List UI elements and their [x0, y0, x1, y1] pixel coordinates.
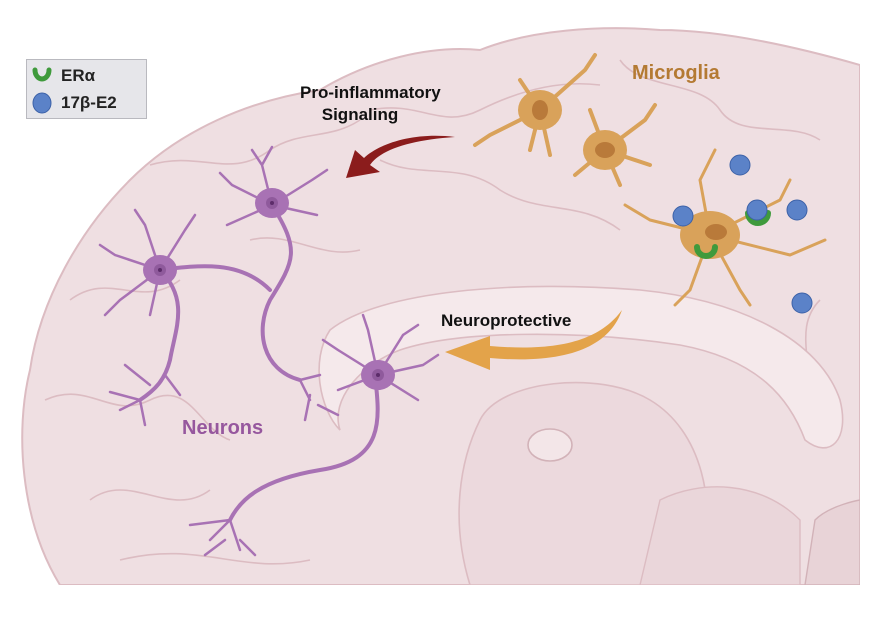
inner-nucleus — [527, 428, 573, 462]
neuroprotective-label: Neuroprotective — [441, 311, 572, 330]
neuroprotective-arrow[interactable] — [445, 310, 622, 370]
legend-item-e2: 17β-E2 — [31, 91, 117, 115]
receptor-cup-icon — [32, 67, 52, 82]
circle-icon — [32, 92, 52, 114]
thalamus — [458, 381, 709, 585]
pro-inflammatory-label: Pro-inflammatory Signaling — [300, 82, 441, 126]
neurons-label: Neurons — [182, 417, 264, 439]
pro-inflammatory-line2: Signaling — [321, 105, 399, 124]
corpus-callosum — [318, 285, 844, 449]
cerebellum — [804, 499, 860, 585]
pro-inflammatory-arrow[interactable] — [346, 135, 455, 178]
neuron-somas — [143, 188, 395, 390]
legend: ERα 17β-E2 — [26, 59, 147, 119]
legend-label-era: ERα — [61, 66, 96, 85]
estradiol-molecules — [672, 154, 813, 314]
brainstem — [639, 486, 801, 585]
pro-inflammatory-line1: Pro-inflammatory — [300, 83, 441, 102]
microglia-label: Microglia — [632, 62, 720, 84]
legend-item-era: ERα — [31, 64, 95, 88]
legend-label-e2: 17β-E2 — [61, 93, 117, 112]
